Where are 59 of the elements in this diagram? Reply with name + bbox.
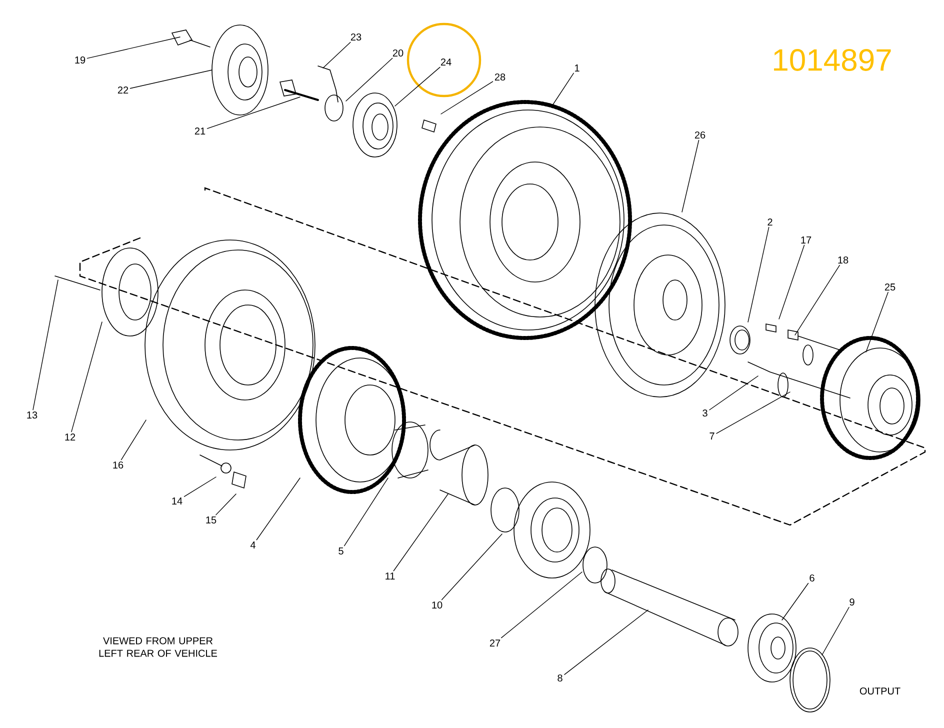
callout-number: 18 — [838, 256, 848, 264]
callout-number: 14 — [172, 498, 182, 504]
callout-number: 28 — [494, 73, 506, 81]
callout-number: 27 — [490, 640, 500, 646]
callout-number: 22 — [118, 86, 128, 94]
leader-line — [682, 140, 700, 212]
callout-number: 5 — [338, 548, 344, 554]
leader-line — [344, 478, 388, 546]
leader-line — [552, 72, 574, 106]
callout-number: 10 — [432, 601, 442, 609]
leader-line — [206, 96, 300, 129]
leader-line — [866, 292, 888, 352]
callout-number: 26 — [694, 131, 706, 139]
leader-line — [394, 66, 440, 106]
leader-line — [441, 534, 502, 600]
callout-number: 6 — [810, 574, 814, 582]
callout-number: 25 — [884, 283, 896, 291]
leader-line — [86, 36, 180, 59]
callout-number: 13 — [27, 411, 38, 419]
callout-number: 2 — [768, 218, 772, 226]
callout-number: 12 — [65, 434, 76, 440]
leader-line — [71, 322, 102, 432]
callout-number: 20 — [392, 49, 404, 57]
leader-line — [393, 494, 448, 572]
leader-line — [256, 478, 300, 540]
callout-number: 16 — [113, 461, 124, 469]
leader-line — [440, 81, 494, 114]
leader-line — [184, 476, 216, 497]
callout-number: 4 — [250, 542, 256, 548]
leader-line — [716, 392, 790, 434]
leader-line — [501, 572, 582, 638]
leader-line — [346, 58, 393, 102]
leader-line — [564, 610, 648, 675]
callout-number: 9 — [850, 598, 854, 606]
leader-line — [822, 606, 850, 656]
callout-number: 23 — [350, 33, 362, 41]
leader-line — [130, 70, 212, 89]
leader-line — [794, 264, 840, 336]
callout-number: 17 — [801, 236, 812, 244]
leader-line — [120, 420, 146, 460]
leader-line — [32, 280, 58, 410]
callout-number: 7 — [710, 432, 714, 440]
callout-number: 19 — [75, 56, 86, 64]
note: VIEWED FROM UPPER LEFT REAR OF VEHICLE — [99, 637, 218, 657]
leader-line — [782, 582, 809, 620]
part-number: 1014897 — [774, 49, 891, 71]
leader-line — [709, 376, 758, 410]
callout-number: 8 — [558, 674, 562, 682]
callout-number: 21 — [194, 128, 206, 134]
callout-number: 15 — [206, 516, 216, 524]
leader-line — [322, 42, 351, 68]
callout-number: 1 — [575, 64, 580, 72]
callout-number: 3 — [702, 409, 708, 417]
leader-line — [748, 226, 770, 322]
callout-number: 11 — [386, 572, 395, 580]
output-label: OUTPUT — [860, 687, 900, 695]
leader-line — [216, 494, 236, 516]
callout-number: 24 — [440, 58, 452, 66]
leader-line — [778, 244, 805, 320]
